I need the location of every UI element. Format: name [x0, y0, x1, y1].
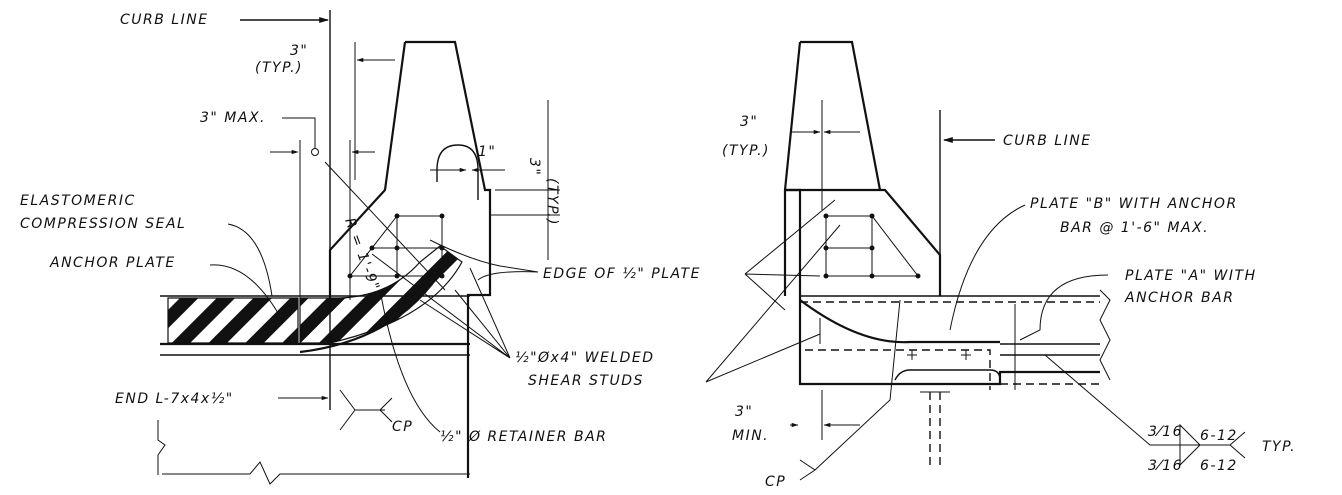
left-dim-3v: [490, 100, 560, 260]
right-dim-3min-label: 3": [735, 404, 753, 420]
left-typ-v-label: (TYP.): [544, 178, 560, 226]
right-weld-symbols: [1179, 423, 1246, 467]
left-retainer-label: ½" Ø RETAINER BAR: [440, 429, 607, 445]
left-radius-line: [324, 161, 446, 291]
left-curb-outline: [328, 40, 492, 478]
left-dim-3max: [299, 140, 351, 300]
right-min-label: MIN.: [732, 428, 769, 444]
right-web: [929, 392, 941, 470]
left-anchor-plate-leader: [209, 264, 283, 321]
right-plus-marks: [907, 350, 971, 360]
right-plate-a-label-1: PLATE "A" WITH: [1125, 268, 1257, 284]
right-break: [1099, 289, 1111, 381]
left-compression-seal: [167, 297, 299, 344]
left-studs-label-1: ½"Øx4" WELDED: [515, 350, 655, 366]
right-weld-leader: [1044, 354, 1230, 446]
right-plate-a-label-2: ANCHOR BAR: [1124, 290, 1234, 306]
right-typ-label: (TYP.): [722, 143, 770, 159]
left-edge-leaders: [429, 239, 539, 281]
right-plate-b-label-2: BAR @ 1'-6" MAX.: [1060, 220, 1209, 236]
right-studs-leaders: [705, 224, 841, 383]
right-plate-b-leader: [949, 204, 1026, 331]
left-seal-label-1: ELASTOMERIC: [20, 193, 136, 209]
right-stud-grid: [825, 215, 920, 277]
left-dim-3-label: 3": [290, 43, 308, 59]
left-break-line: [157, 420, 470, 485]
left-studs-leaders: [371, 253, 511, 359]
right-flange: [894, 369, 1001, 381]
left-3max-circle: [311, 148, 319, 156]
left-3v-label: 3": [526, 158, 542, 176]
right-anchor-bar: [799, 299, 1000, 344]
right-plate-outline: [785, 188, 1100, 386]
right-weld-len-2: 6-12: [1200, 458, 1238, 474]
right-typ-weld-label: TYP.: [1262, 439, 1296, 455]
right-dim-3-label: 3": [740, 114, 758, 130]
right-stud-lines: [819, 304, 1016, 390]
left-retainer-bar: [299, 264, 446, 354]
right-detail: [705, 40, 1246, 481]
left-anchor-loop: [436, 144, 479, 200]
left-radius-label: R = 1'-9": [341, 216, 382, 294]
left-1in-label: 1": [478, 144, 496, 160]
right-plate-a-dashed: [805, 349, 1100, 390]
right-curb-outline: [783, 40, 942, 296]
left-detail: [157, 10, 560, 485]
left-cp-label: CP: [392, 419, 413, 435]
right-deck-bottom: [1000, 343, 1100, 356]
left-seal-label-2: COMPRESSION SEAL: [20, 216, 186, 232]
right-cp-marker: [799, 299, 901, 481]
left-studs-label-2: SHEAR STUDS: [528, 373, 644, 389]
left-retainer-leader: [379, 289, 441, 433]
left-curb-line-label: CURB LINE: [120, 12, 209, 28]
left-edge-plate-label: EDGE OF ½" PLATE: [543, 266, 701, 282]
left-typ-label: (TYP.): [255, 60, 303, 76]
right-weld-size-1: 3⁄16: [1148, 424, 1183, 440]
right-cp-label: CP: [765, 474, 786, 490]
left-anchor-plate-label: ANCHOR PLATE: [49, 255, 176, 271]
right-weld-size-2: 3⁄16: [1148, 458, 1183, 474]
right-edge-leaders: [744, 199, 836, 311]
right-plate-b-label-1: PLATE "B" WITH ANCHOR: [1030, 196, 1238, 212]
right-weld-len-1: 6-12: [1200, 428, 1238, 444]
right-curb-line-label: CURB LINE: [1003, 133, 1092, 149]
right-plate-a-leader: [1019, 274, 1109, 341]
left-end-angle-label: END L-7x4x½": [115, 391, 234, 407]
left-3max-label: 3" MAX.: [200, 110, 266, 126]
left-seal-leader: [227, 223, 273, 297]
left-3max-leader: [282, 117, 316, 148]
left-cp-marker: [339, 389, 393, 431]
left-stud-grid: [348, 215, 443, 277]
